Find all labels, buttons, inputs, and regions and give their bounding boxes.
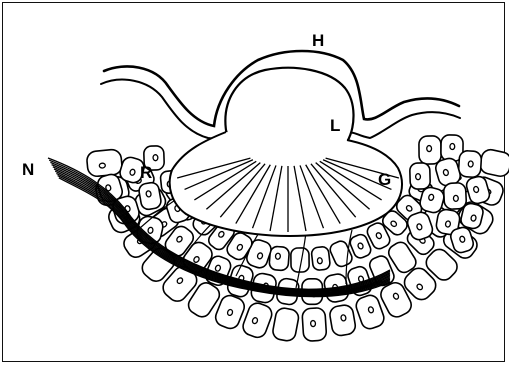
label-h: H bbox=[312, 31, 324, 50]
cell-nucleus bbox=[427, 146, 432, 152]
epithelial-cell bbox=[272, 307, 300, 342]
cell-nucleus bbox=[450, 143, 455, 149]
label-l: L bbox=[330, 116, 340, 135]
epithelial-cell bbox=[269, 246, 290, 271]
cell-body bbox=[478, 148, 509, 178]
cell-nucleus bbox=[275, 253, 280, 259]
epithelial-cell bbox=[443, 182, 466, 209]
cell-nucleus bbox=[147, 227, 153, 234]
label-n: N bbox=[22, 160, 34, 179]
cell-nucleus bbox=[445, 221, 451, 228]
label-r: R bbox=[140, 163, 152, 182]
cell-nucleus bbox=[416, 174, 421, 180]
cell-nucleus bbox=[468, 161, 473, 167]
label-g: G bbox=[378, 170, 391, 189]
epithelial-cell bbox=[241, 301, 275, 340]
epithelial-cell bbox=[138, 181, 162, 210]
epithelial-cell bbox=[86, 149, 123, 177]
surface-inner-line bbox=[101, 80, 226, 139]
cell-nucleus bbox=[310, 320, 315, 326]
epithelial-cell bbox=[458, 150, 482, 177]
epithelial-cell bbox=[478, 148, 509, 178]
epithelial-cell bbox=[311, 246, 331, 271]
cell-nucleus bbox=[146, 191, 152, 198]
cell-body bbox=[272, 307, 300, 342]
cell-nucleus bbox=[453, 195, 458, 201]
taste-bud-outline bbox=[170, 132, 402, 236]
epithelial-cell bbox=[419, 136, 441, 164]
epithelial-cell bbox=[329, 304, 357, 337]
cell-nucleus bbox=[317, 257, 322, 264]
epithelial-cell bbox=[302, 307, 327, 341]
cell-nucleus bbox=[341, 314, 347, 321]
epithelial-cell bbox=[410, 163, 431, 190]
cell-nucleus bbox=[99, 163, 105, 168]
cell-nucleus bbox=[153, 155, 158, 161]
